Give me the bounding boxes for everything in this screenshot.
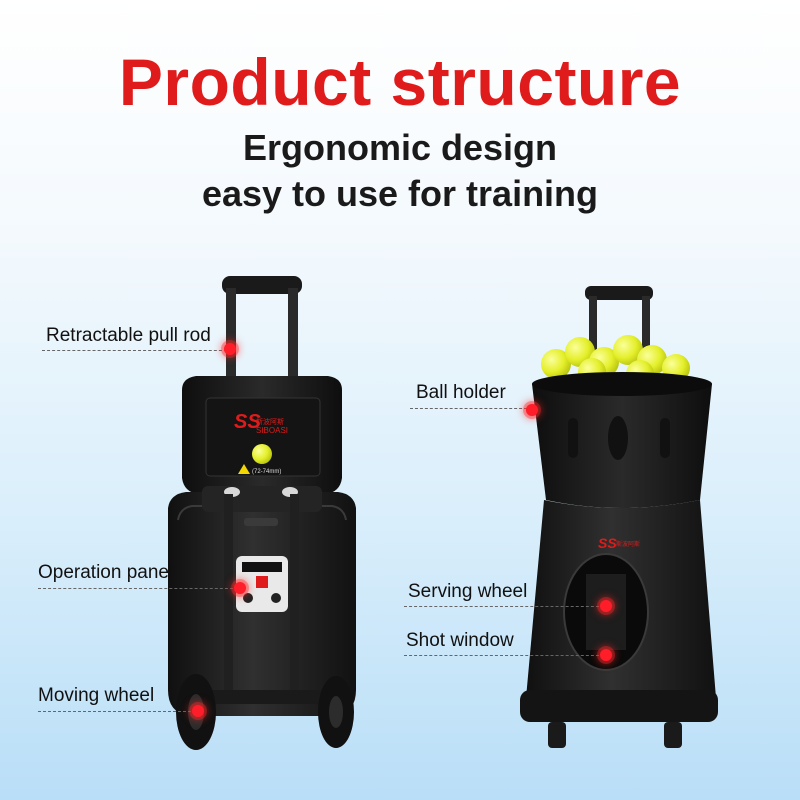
subtitle-line-2: easy to use for training (201, 173, 599, 214)
operation-panel[interactable] (236, 556, 288, 612)
subtitle-line-1: Ergonomic design (242, 127, 558, 168)
hotspot-operation-panel[interactable] (234, 582, 246, 594)
hotspot-pull-rod[interactable] (224, 343, 236, 355)
leader-serving-wheel (404, 606, 604, 607)
size-note: (72-74mm) (252, 469, 281, 475)
hotspot-shot-window[interactable] (600, 649, 612, 661)
svg-text:SS: SS (598, 535, 617, 551)
svg-text:斯波阿斯: 斯波阿斯 (256, 417, 284, 426)
shot-window (563, 553, 649, 671)
svg-text:斯波阿斯: 斯波阿斯 (616, 540, 640, 548)
left-wheel-back (318, 676, 354, 748)
brand-name: SIBOASI (256, 426, 288, 435)
page-title: Product structure (118, 45, 682, 119)
label-shot-window: Shot window (406, 630, 514, 651)
label-operation-panel: Operation panel (38, 562, 174, 583)
leader-pull-rod (42, 350, 232, 351)
hotspot-moving-wheel[interactable] (192, 705, 204, 717)
label-serving-wheel: Serving wheel (408, 581, 528, 602)
label-ball-holder: Ball holder (416, 382, 506, 403)
brand-logo: SS (234, 411, 261, 433)
label-moving-wheel: Moving wheel (38, 685, 155, 706)
pull-rod[interactable] (222, 276, 302, 380)
leader-shot-window (404, 655, 604, 656)
hotspot-ball-holder[interactable] (526, 404, 538, 416)
leader-operation-panel (38, 588, 238, 589)
hotspot-serving-wheel[interactable] (600, 600, 612, 612)
label-pull-rod: Retractable pull rod (46, 325, 211, 346)
leader-ball-holder (410, 408, 532, 409)
leader-moving-wheel (38, 711, 196, 712)
